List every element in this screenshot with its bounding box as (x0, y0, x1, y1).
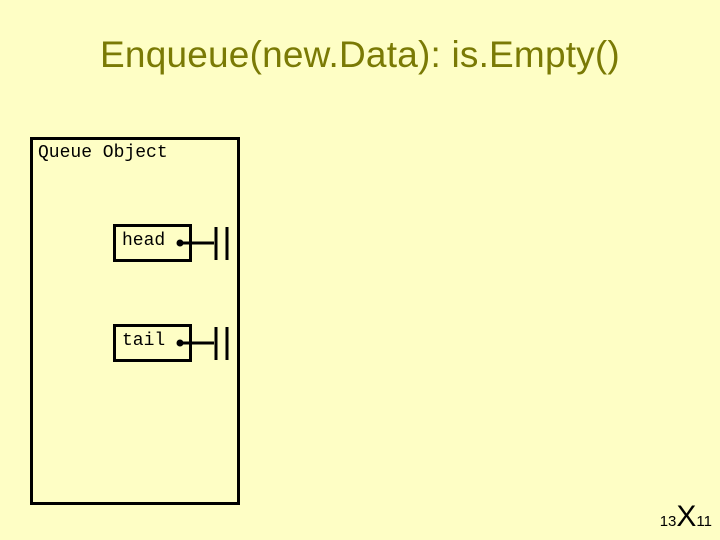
head-null-pointer-icon (176, 227, 229, 260)
page-number: 13X11 (660, 500, 712, 534)
tail-null-pointer-icon (176, 327, 229, 360)
queue-object-box (30, 137, 240, 505)
slide-title: Enqueue(new.Data): is.Empty() (100, 34, 620, 75)
queue-object-label: Queue Object (38, 143, 168, 163)
tail-field-label: tail (122, 331, 166, 351)
head-field-label: head (122, 231, 166, 251)
page-number-right: 11 (696, 513, 712, 530)
page-number-mid: X (676, 500, 697, 533)
page-number-left: 13 (659, 513, 677, 530)
